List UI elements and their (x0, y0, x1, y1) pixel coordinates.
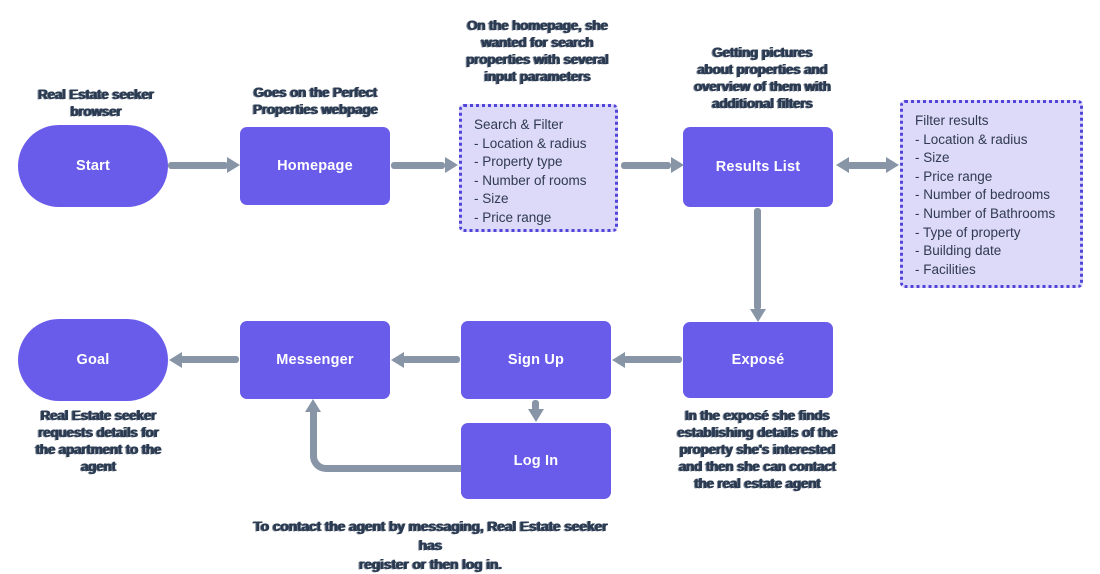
arrow-signup-messenger-shaft (402, 356, 460, 363)
filter-results-item: - Location & radius (915, 131, 1028, 147)
flow-node-expose-label: Exposé (731, 352, 785, 368)
flow-node-results-list: Results List (683, 127, 833, 207)
flow-node-messenger-label: Messenger (276, 352, 354, 368)
arrow-left-icon (612, 352, 625, 368)
search-filter-infobox: Search & Filter - Location & radius - Pr… (459, 104, 618, 232)
arrow-left-icon (391, 352, 404, 368)
search-filter-item: - Price range (474, 209, 552, 225)
caption-above-start: Real Estate seeker browser (37, 87, 154, 119)
arrow-right-icon (227, 157, 240, 173)
arrow-left-icon (836, 157, 849, 173)
arrow-login-messenger-elbow (310, 405, 461, 472)
search-filter-item: - Number of rooms (474, 172, 587, 188)
arrow-results-expose-shaft (754, 208, 761, 310)
filter-results-item: - Facilities (915, 261, 976, 277)
arrow-down-icon (750, 309, 766, 322)
flow-node-goal-label: Goal (76, 352, 110, 368)
search-filter-item: - Property type (474, 154, 563, 170)
flow-node-results-list-label: Results List (715, 159, 801, 175)
flow-node-homepage: Homepage (240, 127, 390, 205)
flow-node-sign-up-label: Sign Up (507, 352, 565, 368)
arrow-start-homepage-shaft (168, 162, 228, 169)
search-filter-item: - Location & radius (474, 135, 587, 151)
filter-results-item: - Size (915, 150, 950, 166)
arrow-expose-signup-shaft (623, 356, 682, 363)
filter-results-item: - Type of property (915, 224, 1021, 240)
flow-node-sign-up: Sign Up (461, 321, 611, 399)
filter-results-item: - Building date (915, 243, 1002, 259)
arrow-signup-login-shaft (532, 400, 539, 411)
caption-below-goal: Real Estate seeker requests details for … (35, 408, 161, 474)
arrow-homepage-search-shaft (391, 162, 445, 169)
arrow-right-icon (445, 157, 458, 173)
flow-node-expose: Exposé (683, 322, 833, 398)
caption-above-results-list: Getting pictures about properties and ov… (693, 45, 831, 111)
flow-node-homepage-label: Homepage (277, 158, 353, 174)
filter-results-item: - Number of bedrooms (915, 187, 1051, 203)
flow-node-log-in-label: Log In (513, 453, 559, 469)
filter-results-infobox: Filter results - Location & radius - Siz… (900, 100, 1083, 288)
filter-results-item: - Number of Bathrooms (915, 205, 1056, 221)
arrow-results-filter-shaft (847, 162, 888, 169)
flow-node-goal: Goal (18, 319, 168, 401)
filter-results-title: Filter results (915, 113, 989, 128)
arrow-search-results-shaft (621, 162, 671, 169)
search-filter-item: - Size (474, 191, 509, 207)
flow-node-messenger: Messenger (240, 321, 390, 399)
caption-bottom-note: To contact the agent by messaging, Real … (252, 518, 608, 572)
arrow-messenger-goal-shaft (180, 356, 239, 363)
filter-results-item: - Price range (915, 168, 993, 184)
flow-node-start-label: Start (75, 158, 111, 174)
flow-node-start: Start (18, 125, 168, 207)
flow-node-log-in: Log In (461, 423, 611, 499)
search-filter-title: Search & Filter (474, 117, 564, 132)
arrow-right-icon (671, 157, 684, 173)
arrow-right-icon (886, 157, 899, 173)
arrow-up-icon (305, 399, 321, 412)
arrow-down-icon (528, 409, 544, 422)
caption-below-expose: In the exposé she finds establishing det… (676, 408, 838, 491)
caption-above-homepage: Goes on the Perfect Properties webpage (252, 85, 378, 117)
caption-above-search-filter: On the homepage, she wanted for search p… (465, 18, 609, 84)
arrow-left-icon (169, 352, 182, 368)
